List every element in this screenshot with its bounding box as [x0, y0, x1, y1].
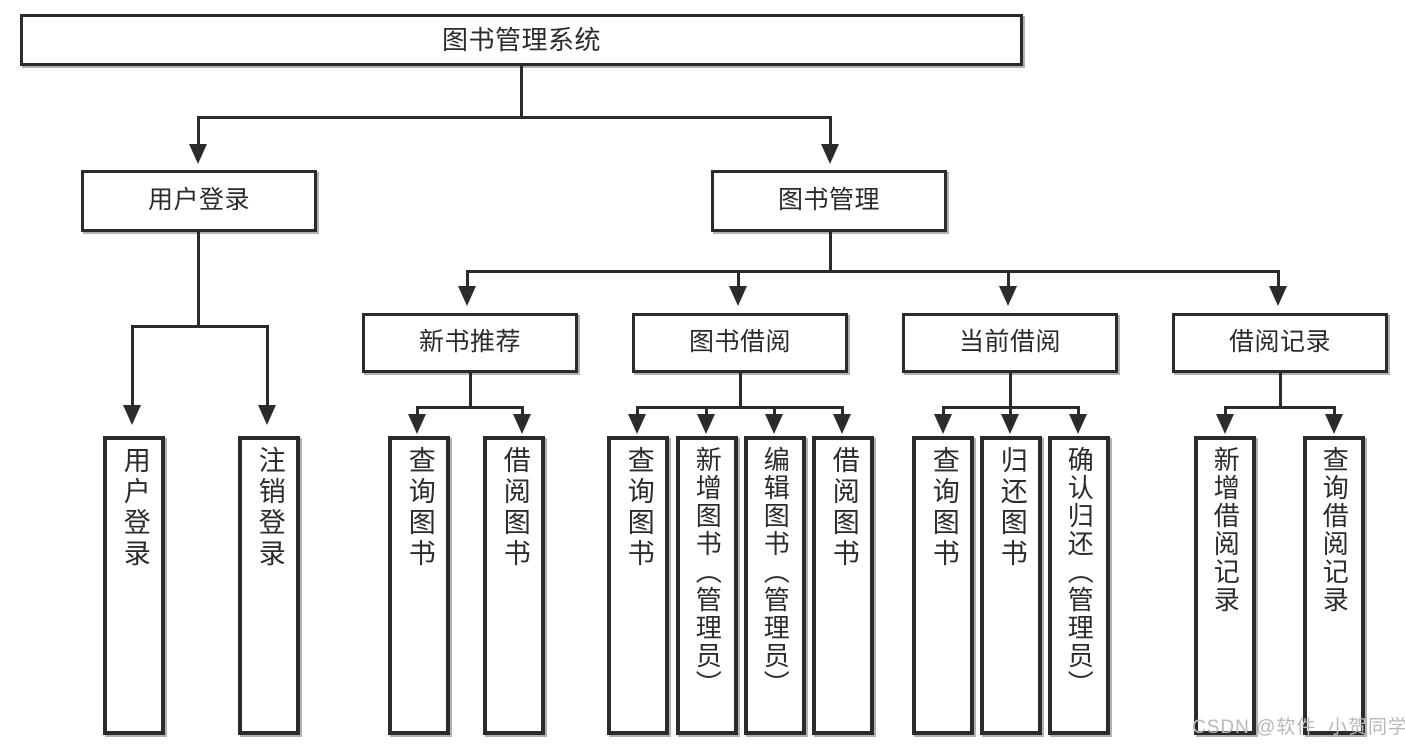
node-root-system[interactable]: 图书管理系统	[20, 14, 1023, 66]
edge-book-borrow-drop-4	[841, 406, 844, 416]
leaf-current-borrow-confirm[interactable]: 确认归还（管理员）	[1048, 436, 1110, 735]
arrow-book-borrow-leaf-2	[697, 414, 715, 434]
node-borrow-record[interactable]: 借阅记录	[1172, 313, 1388, 373]
edge-new-book-bus	[416, 406, 524, 409]
leaf-book-borrow-borrow[interactable]: 借阅图书	[812, 436, 874, 735]
edge-current-borrow-drop-2	[1009, 406, 1012, 416]
edge-book-borrow-bus	[636, 406, 844, 409]
arrow-to-user-login	[189, 144, 207, 164]
node-current-borrow[interactable]: 当前借阅	[902, 313, 1118, 373]
edge-book-borrow-stem	[739, 373, 742, 408]
edge-root-to-book-manage	[829, 116, 832, 146]
node-label: 图书借阅	[688, 328, 791, 357]
edge-book-borrow-drop-2	[705, 406, 708, 416]
edge-book-manage-bus	[466, 270, 1280, 273]
node-label: 借阅记录	[1228, 328, 1331, 357]
edge-current-borrow-drop-1	[942, 406, 945, 416]
node-label: 查询借阅记录	[1319, 446, 1350, 614]
arrow-book-borrow-leaf-3	[765, 414, 783, 434]
leaf-new-book-query[interactable]: 查询图书	[388, 436, 450, 735]
edge-root-stem	[520, 66, 523, 118]
leaf-current-borrow-query[interactable]: 查询图书	[912, 436, 974, 735]
node-label: 当前借阅	[958, 328, 1061, 357]
edge-user-login-drop-2	[266, 325, 269, 407]
edge-book-borrow-drop-1	[636, 406, 639, 416]
arrow-book-borrow-leaf-4	[833, 414, 851, 434]
arrow-borrow-record-leaf-2	[1325, 414, 1343, 434]
leaf-book-borrow-edit[interactable]: 编辑图书（管理员）	[744, 436, 806, 735]
edge-new-book-drop-1	[416, 406, 419, 416]
leaf-borrow-record-query[interactable]: 查询借阅记录	[1303, 436, 1365, 735]
node-label: 归还图书	[996, 446, 1027, 570]
leaf-current-borrow-return[interactable]: 归还图书	[980, 436, 1042, 735]
edge-current-borrow-stem	[1009, 373, 1012, 408]
node-book-borrow[interactable]: 图书借阅	[632, 313, 848, 373]
leaf-borrow-record-add[interactable]: 新增借阅记录	[1194, 436, 1256, 735]
arrow-new-book-leaf-1	[408, 414, 426, 434]
node-label: 用户登录	[147, 186, 250, 215]
node-label: 查询图书	[623, 446, 654, 570]
arrow-book-borrow-leaf-1	[628, 414, 646, 434]
edge-root-bus	[197, 116, 832, 119]
node-label: 用户登录	[119, 446, 150, 570]
node-label: 查询图书	[928, 446, 959, 570]
edge-book-manage-drop-4	[1277, 270, 1280, 288]
leaf-book-borrow-query[interactable]: 查询图书	[607, 436, 669, 735]
arrow-user-login-leaf-1	[123, 405, 141, 425]
edge-user-login-stem	[197, 232, 200, 327]
node-book-manage[interactable]: 图书管理	[711, 170, 947, 232]
edge-book-manage-drop-1	[466, 270, 469, 288]
edge-borrow-record-stem	[1279, 373, 1282, 408]
edge-borrow-record-drop-1	[1224, 406, 1227, 416]
node-new-book-recommend[interactable]: 新书推荐	[362, 313, 578, 373]
edge-book-manage-drop-2	[737, 270, 740, 288]
arrow-current-borrow-leaf-3	[1069, 414, 1087, 434]
arrow-borrow-record-leaf-1	[1216, 414, 1234, 434]
arrow-user-login-leaf-2	[258, 405, 276, 425]
arrow-to-new-book-recommend	[458, 286, 476, 306]
edge-new-book-drop-2	[521, 406, 524, 416]
edge-user-login-drop-1	[131, 325, 134, 407]
node-label: 新书推荐	[418, 328, 521, 357]
node-label: 查询图书	[404, 446, 435, 570]
edge-borrow-record-drop-2	[1333, 406, 1336, 416]
arrow-to-borrow-record	[1269, 286, 1287, 306]
node-label: 借阅图书	[828, 446, 859, 570]
arrow-current-borrow-leaf-2	[1001, 414, 1019, 434]
leaf-user-login-login[interactable]: 用户登录	[103, 436, 165, 735]
node-label: 图书管理系统	[441, 24, 601, 55]
node-label: 确认归还（管理员）	[1064, 446, 1095, 698]
arrow-to-book-manage	[821, 144, 839, 164]
edge-current-borrow-drop-3	[1077, 406, 1080, 416]
leaf-book-borrow-add[interactable]: 新增图书（管理员）	[676, 436, 738, 735]
arrow-current-borrow-leaf-1	[934, 414, 952, 434]
edge-user-login-bus	[131, 325, 269, 328]
edge-new-book-stem	[469, 373, 472, 408]
node-label: 新增图书（管理员）	[692, 446, 723, 698]
node-label: 借阅图书	[499, 446, 530, 570]
node-user-login[interactable]: 用户登录	[81, 170, 317, 232]
node-label: 编辑图书（管理员）	[760, 446, 791, 698]
edge-book-manage-stem	[829, 232, 832, 272]
arrow-to-current-borrow	[999, 286, 1017, 306]
leaf-new-book-borrow[interactable]: 借阅图书	[483, 436, 545, 735]
node-label: 新增借阅记录	[1210, 446, 1241, 614]
arrow-to-book-borrow	[729, 286, 747, 306]
edge-borrow-record-bus	[1224, 406, 1336, 409]
arrow-new-book-leaf-2	[513, 414, 531, 434]
edge-root-to-user-login	[197, 116, 200, 146]
leaf-user-login-logout[interactable]: 注销登录	[238, 436, 300, 735]
edge-book-borrow-drop-3	[773, 406, 776, 416]
edge-book-manage-drop-3	[1007, 270, 1010, 288]
node-label: 注销登录	[254, 446, 285, 570]
node-label: 图书管理	[777, 186, 880, 215]
